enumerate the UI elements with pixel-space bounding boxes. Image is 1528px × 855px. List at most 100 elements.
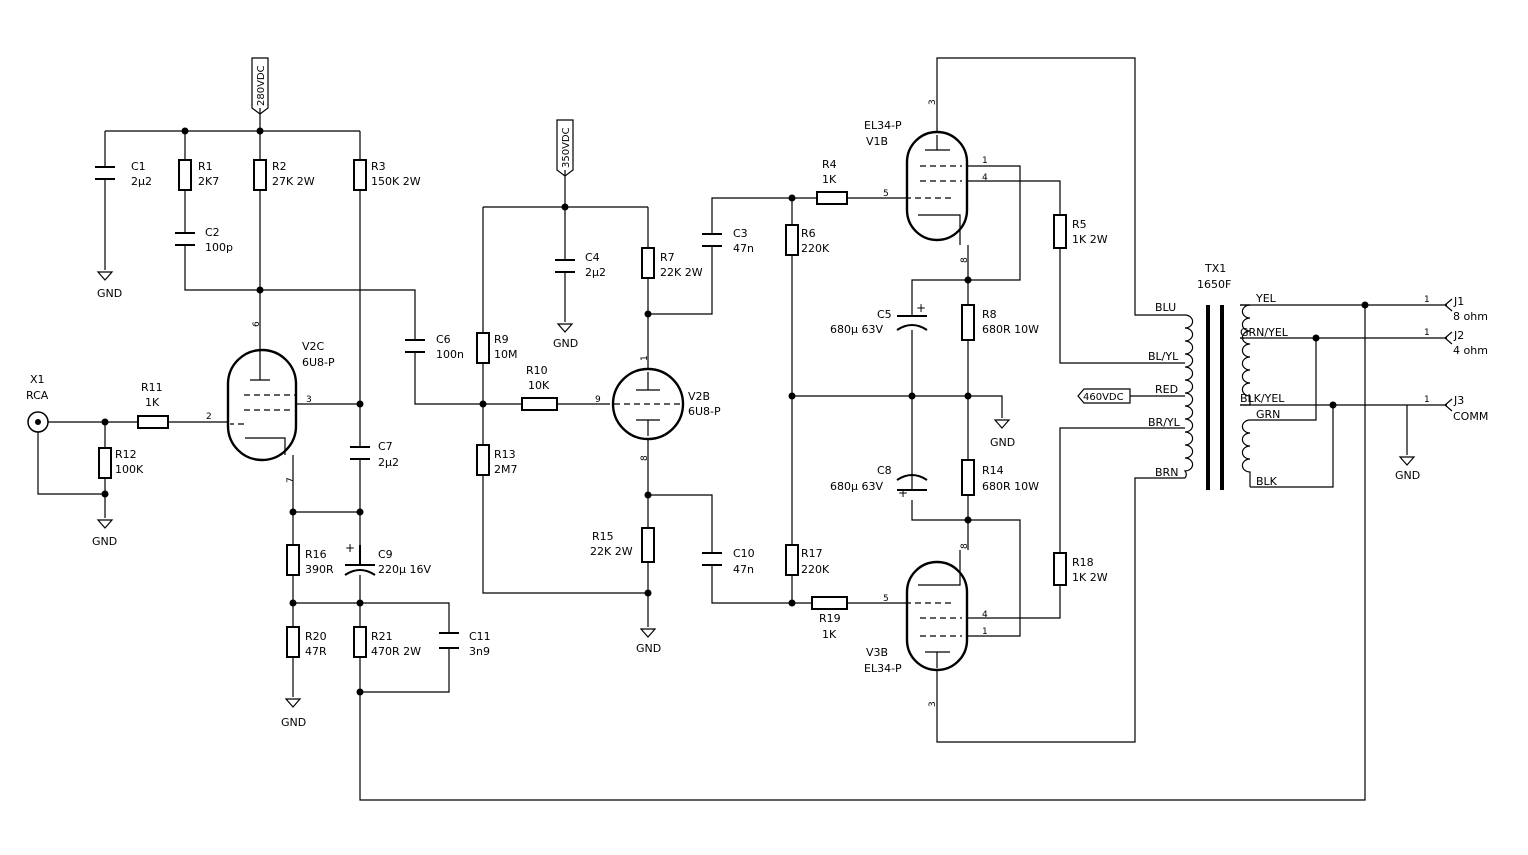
capacitor-c8: + C8 680µ 63V: [830, 464, 928, 500]
v2b-pin_cathode-label: 8: [640, 455, 650, 461]
r16-value-label: 390R: [305, 563, 334, 576]
resistor-r8: R8 680R 10W: [961, 304, 1039, 341]
c4-value-label: 2µ2: [585, 266, 606, 279]
r17-value-label: 220K: [801, 563, 830, 576]
v2c-pin_input-label: 2: [206, 412, 212, 422]
gnd-label: GND: [97, 287, 122, 300]
r19-value-label: 1K: [822, 628, 837, 641]
r14-value-label: 680R 10W: [982, 480, 1039, 493]
v2c-pin_cathode-label: 7: [286, 477, 296, 483]
r13-value-label: 2M7: [494, 463, 518, 476]
c4-ref-label: C4: [585, 251, 600, 264]
secondary-blk: BLK: [1256, 475, 1278, 488]
resistor-r19: R19 1K: [811, 596, 848, 641]
resistor-r14: R14 680R 10W: [961, 459, 1039, 496]
ground-c1: GND: [96, 271, 122, 300]
j1-value-label: 8 ohm: [1453, 310, 1488, 323]
c8-value-label: 680µ 63V: [830, 480, 883, 493]
r18-value-label: 1K 2W: [1072, 571, 1108, 584]
resistor-r1: R1 2K7: [178, 159, 219, 191]
resistor-r11: R11 1K: [137, 381, 169, 429]
primary-blu: BLU: [1155, 301, 1176, 314]
secondary-blkyel: BLK/YEL: [1240, 392, 1285, 405]
c5-ref-label: C5: [877, 308, 892, 321]
secondary-yel: YEL: [1255, 292, 1277, 305]
r15-value-label: 22K 2W: [590, 545, 633, 558]
r1-value-label: 2K7: [198, 175, 219, 188]
gnd-label: GND: [990, 436, 1015, 449]
j1-ref-label: J1: [1453, 295, 1464, 308]
r11-value-label: 1K: [145, 396, 160, 409]
c1-value-label: 2µ2: [131, 175, 152, 188]
r2-ref-label: R2: [272, 160, 287, 173]
r3-ref-label: R3: [371, 160, 386, 173]
ground-r15: GND: [636, 628, 661, 655]
c8-ref-label: C8: [877, 464, 892, 477]
resistor-r12: R12 100K: [98, 447, 144, 479]
v3b-pin_g3-label: 1: [982, 627, 988, 637]
j3-pin-label: 1: [1424, 395, 1430, 405]
ground-output-cathodes: GND: [990, 419, 1015, 449]
supply-280v-label: 280VDC: [256, 65, 267, 106]
v1b-value-label: EL34-P: [864, 119, 902, 132]
resistor-r4: R4 1K: [816, 158, 848, 205]
supply-flag-460v: 460VDC: [1077, 388, 1131, 404]
resistor-r6: R6 220K: [785, 224, 830, 256]
r8-ref-label: R8: [982, 308, 997, 321]
r4-ref-label: R4: [822, 158, 837, 171]
resistor-r3: R3 150K 2W: [353, 159, 421, 191]
resistor-r2: R2 27K 2W: [253, 159, 315, 191]
resistor-r21: R21 470R 2W: [353, 626, 421, 658]
svg-text:+: +: [345, 541, 355, 555]
tube-v2b: 1 9 8 V2B 6U8-P: [595, 355, 721, 461]
v2b-value-label: 6U8-P: [688, 405, 721, 418]
v2b-pin_plate-label: 1: [640, 355, 650, 361]
c10-value-label: 47n: [733, 563, 754, 576]
capacitor-c4: C4 2µ2: [555, 251, 606, 279]
r12-ref-label: R12: [115, 448, 137, 461]
j2-value-label: 4 ohm: [1453, 344, 1488, 357]
supply-460v-label: 460VDC: [1083, 392, 1124, 403]
v1b-pin_k-label: 8: [960, 257, 970, 263]
r2-value-label: 27K 2W: [272, 175, 315, 188]
output-transformer-tx1: TX1 1650F BLU BL/YL RED BR/YL BRN YEL GR…: [1148, 262, 1289, 490]
r10-ref-label: R10: [526, 364, 548, 377]
v1b-pin_g2-label: 4: [982, 173, 988, 183]
r19-ref-label: R19: [819, 612, 841, 625]
r15-ref-label: R15: [592, 530, 614, 543]
c3-ref-label: C3: [733, 227, 748, 240]
r7-value-label: 22K 2W: [660, 266, 703, 279]
gnd-label: GND: [92, 535, 117, 548]
capacitor-c3: C3 47n: [702, 227, 754, 255]
c6-value-label: 100n: [436, 348, 464, 361]
c1-ref-label: C1: [131, 160, 146, 173]
gnd-label: GND: [636, 642, 661, 655]
v2c-pin_plate-label: 6: [252, 321, 262, 327]
primary-red: RED: [1155, 383, 1178, 396]
v2c-pin_grid-label: 3: [306, 395, 312, 405]
c11-value-label: 3n9: [469, 645, 490, 658]
r11-ref-label: R11: [141, 381, 163, 394]
r17-ref-label: R17: [801, 547, 823, 560]
r5-ref-label: R5: [1072, 218, 1087, 231]
ground-r20: GND: [281, 698, 306, 729]
primary-bryl: BR/YL: [1148, 416, 1181, 429]
r9-ref-label: R9: [494, 333, 509, 346]
c5-value-label: 680µ 63V: [830, 323, 883, 336]
r20-value-label: 47R: [305, 645, 327, 658]
c11-ref-label: C11: [469, 630, 491, 643]
j3-value-label: COMM: [1453, 410, 1488, 423]
resistor-r20: R20 47R: [286, 626, 327, 658]
ground-j3: GND: [1395, 456, 1420, 482]
v1b-ref-label: V1B: [866, 135, 888, 148]
supply-flag-280v: 280VDC: [251, 57, 269, 115]
v3b-pin_g1-label: 5: [883, 594, 889, 604]
resistor-r10: R10 10K: [521, 364, 558, 411]
j2-pin-label: 1: [1424, 328, 1430, 338]
r8-value-label: 680R 10W: [982, 323, 1039, 336]
resistor-r16: R16 390R: [286, 544, 334, 576]
v3b-pin_plate-label: 3: [928, 701, 938, 707]
r10-value-label: 10K: [528, 379, 550, 392]
r9-value-label: 10M: [494, 348, 518, 361]
c7-ref-label: C7: [378, 440, 393, 453]
